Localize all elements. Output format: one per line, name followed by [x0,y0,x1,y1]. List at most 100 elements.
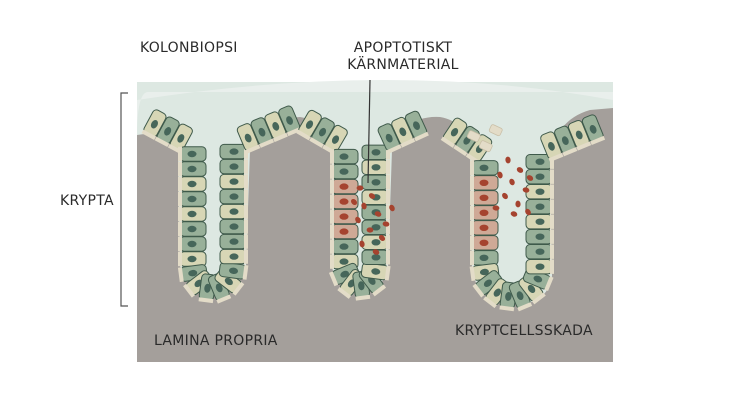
epithelial-cell [219,218,248,235]
epithelial-cell [361,189,390,206]
epithelial-cell [404,110,429,142]
apoptotic-body [361,202,367,210]
cell-fragment [466,130,481,143]
epithelial-cell [391,116,416,148]
crypt-epithelium [141,105,606,312]
apoptotic-body [509,178,515,186]
epithelial-cell [178,191,207,207]
epithelial-cell [330,238,359,255]
epithelial-cell [219,173,248,190]
epithelial-cell [567,119,592,151]
epithelial-cell [178,236,207,252]
epithelial-cell [330,163,359,180]
epithelial-cell [330,178,359,195]
epithelial-cell [470,235,499,251]
apoptotic-body [374,211,382,217]
epithelial-cell [178,251,207,267]
epithelial-cell [296,109,322,141]
epithelial-cell [264,111,288,143]
epithelial-cell [330,223,359,240]
epithelial-cell [470,190,499,206]
epithelial-cell [178,206,207,222]
epithelial-cell [554,125,578,157]
epithelial-cell [236,123,261,154]
epithelial-cell [360,262,391,281]
epithelial-cell [219,248,248,265]
surface-mucus [137,80,613,130]
epithelial-cell [178,221,207,237]
apoptotic-body [497,171,503,179]
epithelial-cell [440,117,468,148]
apoptotic-body [372,249,380,255]
epithelial-cell [328,262,360,287]
apoptotic-body [510,211,518,217]
epithelial-cell [250,117,275,148]
epithelial-cell [540,131,564,163]
epithelial-cell [361,159,390,176]
apoptotic-body [492,205,500,211]
epithelial-cell [330,148,359,165]
epithelial-cell [178,146,207,162]
epithelial-cell [219,188,248,205]
apoptotic-body [389,204,395,212]
epithelial-cell [470,175,499,191]
apoptotic-body [359,240,365,248]
lamina-propria-stroma [137,108,613,362]
epithelial-cell [141,109,167,140]
epithelial-cell [330,193,359,210]
epithelial-cell [361,174,390,191]
apoptotic-body [522,187,530,193]
epithelial-cell [167,123,193,155]
epithelial-cell [470,205,499,221]
epithelial-cell [581,114,606,146]
apoptotic-body [516,167,524,173]
epithelial-cell [470,160,499,176]
epithelial-cell [361,204,390,221]
apoptosis-pointer-line [367,79,371,184]
epithelial-cell [470,220,499,236]
epithelial-cell [178,161,207,177]
epithelial-cell [525,168,554,185]
epithelial-cell [525,198,554,215]
epithelial-cell [154,116,180,148]
crypt-damage-label: KRYPTCELLSSKADA [455,323,593,339]
apoptotic-body [366,227,374,233]
epithelial-cell [330,208,359,225]
apoptotic-body [515,200,521,208]
cell-fragment [478,140,493,153]
epithelial-cell [525,259,554,275]
apoptotic-body [505,156,511,164]
apoptotic-body [355,216,361,224]
crypt-label: KRYPTA [60,193,114,209]
epithelial-cell [377,123,402,154]
epithelial-cell [309,117,335,148]
apoptotic-bodies [351,156,534,255]
apoptotic-label-line-1: APOPTOTISKT [353,40,453,56]
apoptotic-body [351,198,357,206]
apoptotic-label: APOPTOTISKT KÄRNMATERIAL [344,40,462,74]
epithelial-cell [219,233,248,250]
lamina-propria-label: LAMINA PROPRIA [154,333,278,349]
epithelial-cell [278,105,302,137]
epithelial-cell [218,261,249,280]
apoptotic-body [502,192,508,200]
damaged-cell-fragments [466,124,503,153]
apoptotic-label-line-2: KÄRNMATERIAL [347,56,459,73]
epithelial-cell [525,183,554,200]
apoptotic-body [526,175,534,181]
apoptotic-body [378,235,386,241]
crypt-bracket [120,92,128,307]
epithelial-cell [219,203,248,220]
apoptotic-body [368,193,376,199]
epithelial-cell [470,250,499,266]
epithelial-cell [219,158,248,175]
epithelial-cell [525,213,554,230]
epithelial-cell [525,243,554,260]
apoptotic-body [525,208,531,216]
epithelial-cell [361,234,390,251]
epithelial-cell [525,228,554,245]
diagram-title: KOLONBIOPSI [140,40,238,56]
epithelial-cell [178,176,207,192]
epithelial-cell [525,153,554,170]
